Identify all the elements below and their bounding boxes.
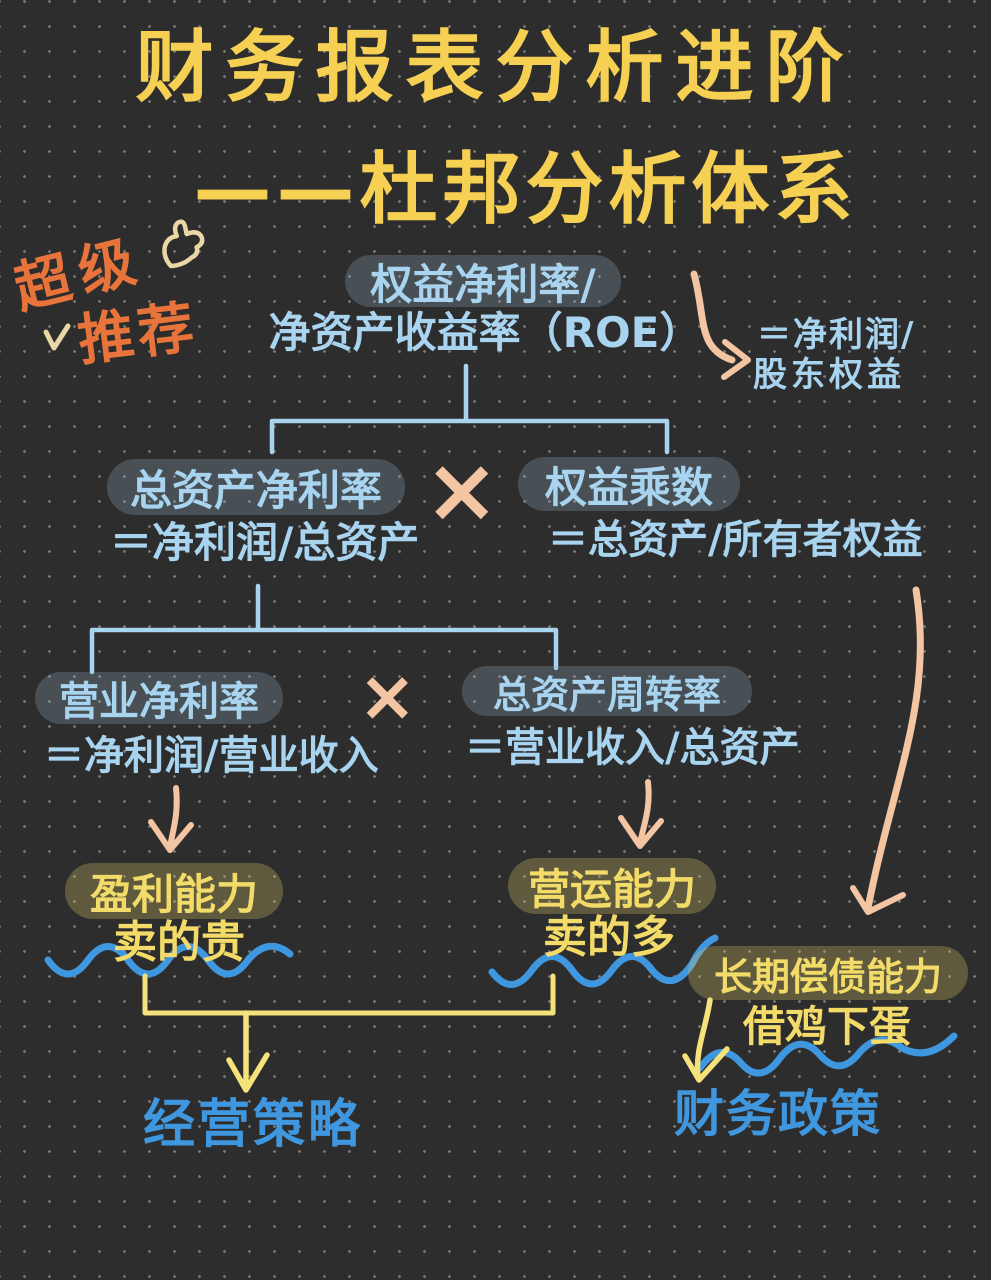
node-operating-net-margin: 营业净利率 bbox=[35, 672, 283, 725]
equity-multiplier-formula: ＝总资产/所有者权益 bbox=[548, 517, 923, 563]
arrow-to-strategy bbox=[226, 1010, 270, 1093]
node-total-asset-net-margin: 总资产净利率 bbox=[107, 459, 405, 515]
solvency-note: 借鸡下蛋 bbox=[743, 1002, 912, 1051]
arrow-to-policy bbox=[682, 997, 730, 1083]
total-asset-net-margin-formula: ＝净利润/总资产 bbox=[110, 518, 420, 567]
profitability-note: 卖的贵 bbox=[113, 917, 245, 968]
arrow-to-operating bbox=[618, 779, 664, 849]
recommend-badge-line2: 推荐 bbox=[74, 294, 202, 375]
connector-roe-bracket bbox=[269, 418, 670, 455]
wave-under-operating bbox=[488, 934, 719, 988]
bracket-to-strategy bbox=[142, 973, 556, 1016]
page-title: 财务报表分析进阶 bbox=[135, 23, 856, 113]
outcome-business-strategy: 经营策略 bbox=[143, 1095, 364, 1155]
wave-under-solvency bbox=[696, 1032, 958, 1077]
arrow-to-profitability bbox=[148, 785, 194, 853]
wave-under-profitability bbox=[44, 942, 294, 978]
node-equity-multiplier: 权益乘数 bbox=[518, 457, 740, 512]
node-operating-ability: 营运能力 bbox=[508, 858, 716, 914]
multiply-operator-level2: × bbox=[424, 438, 500, 543]
arrow-equity-to-solvency-head bbox=[850, 885, 906, 915]
check-mark-icon bbox=[43, 323, 71, 351]
node-long-term-solvency: 长期偿债能力 bbox=[688, 946, 968, 1000]
total-asset-turnover-formula: ＝营业收入/总资产 bbox=[465, 725, 800, 771]
connector-l2-bracket bbox=[89, 627, 559, 675]
page-subtitle: ——杜邦分析体系 bbox=[193, 145, 858, 235]
node-roe-subtitle: 净资产收益率（ROE） bbox=[268, 308, 702, 357]
operating-ability-note: 卖的多 bbox=[543, 912, 675, 963]
multiply-operator-level3: × bbox=[358, 655, 417, 737]
node-total-asset-turnover: 总资产周转率 bbox=[462, 666, 752, 717]
arrow-equity-to-solvency bbox=[864, 586, 924, 912]
roe-formula-note-line2: 股东权益 bbox=[753, 355, 905, 395]
roe-formula-note-line1: ＝净利润/ bbox=[757, 315, 916, 355]
thumbs-up-icon bbox=[162, 219, 205, 269]
node-roe-label: 权益净利率/ bbox=[345, 255, 621, 309]
operating-net-margin-formula: ＝净利润/营业收入 bbox=[44, 733, 379, 779]
node-profitability: 盈利能力 bbox=[65, 863, 283, 919]
arrow-roe-note-head bbox=[721, 339, 751, 380]
outcome-financial-policy: 财务政策 bbox=[674, 1085, 882, 1143]
arrow-roe-note bbox=[690, 270, 736, 364]
